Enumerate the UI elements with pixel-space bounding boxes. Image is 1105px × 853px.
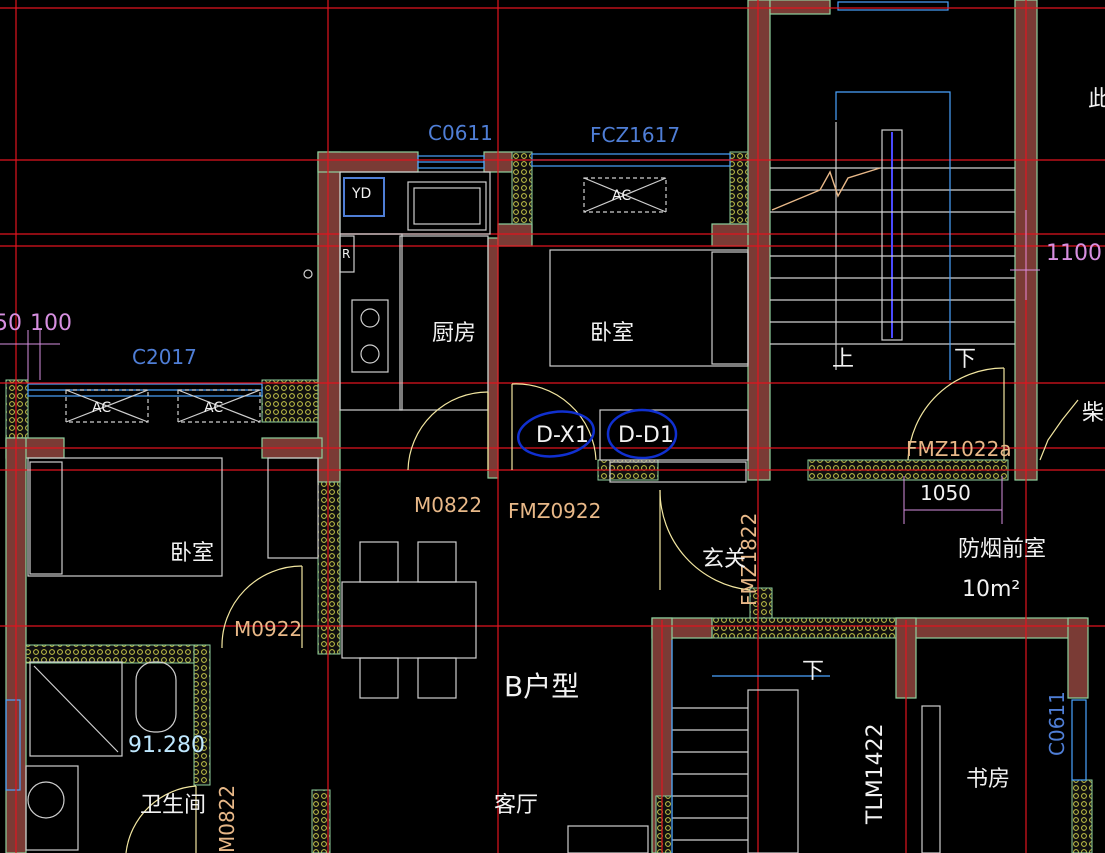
window-label-c0611-right: C0611 bbox=[1045, 691, 1069, 756]
dimension-label-50: 50 bbox=[0, 311, 22, 336]
markup-circle-d-d1 bbox=[606, 408, 678, 460]
stair-label-down-lower: 下 bbox=[802, 659, 824, 684]
dimension-label-1050: 1050 bbox=[920, 481, 971, 505]
markup-circle-d-x1 bbox=[516, 410, 596, 458]
stair-label-up: 上 bbox=[832, 347, 854, 372]
ac-label-1: AC bbox=[612, 188, 631, 204]
door-swings bbox=[125, 367, 1079, 853]
ac-label-3: AC bbox=[204, 400, 223, 416]
room-label-entry: 玄关 bbox=[702, 547, 746, 572]
stair-label-down: 下 bbox=[954, 347, 976, 372]
edge-label-2: 柴发 bbox=[1082, 401, 1105, 426]
door-label-tlm1422: TLM1422 bbox=[863, 723, 888, 825]
dimension-lines bbox=[0, 210, 1040, 524]
elevation-label: 91.280 bbox=[128, 733, 205, 758]
fixtures bbox=[25, 91, 1015, 853]
door-label-m0822-lower: M0822 bbox=[215, 785, 239, 853]
room-label-bedroom-left: 卧室 bbox=[170, 541, 214, 566]
ac-label-2: AC bbox=[92, 400, 111, 416]
room-label-bedroom-upper: 卧室 bbox=[590, 321, 634, 346]
markup-label-d-d1: D-D1 bbox=[618, 423, 674, 448]
room-label-fire-lobby-area: 10m² bbox=[962, 577, 1020, 602]
door-label-fmz0922: FMZ0922 bbox=[508, 499, 601, 523]
room-label-bathroom: 卫生间 bbox=[140, 793, 206, 818]
window-label-fcz1617: FCZ1617 bbox=[590, 123, 680, 147]
text-labels: C0611 FCZ1617 C2017 C0611 50 100 1100 10… bbox=[0, 87, 1105, 853]
yd-label: YD bbox=[351, 186, 371, 202]
markup-label-d-x1: D-X1 bbox=[536, 423, 589, 448]
room-label-kitchen: 厨房 bbox=[432, 321, 476, 346]
door-label-fmz1022a: FMZ1022a bbox=[906, 437, 1012, 461]
room-label-study: 书房 bbox=[966, 767, 1010, 792]
unit-type-label: B户型 bbox=[504, 670, 579, 703]
r-label: R bbox=[342, 247, 350, 261]
room-label-living-room: 客厅 bbox=[494, 793, 538, 818]
door-label-fmz1822: FMZ1822 bbox=[737, 513, 761, 606]
door-label-m0822: M0822 bbox=[414, 493, 482, 517]
window-label-c2017: C2017 bbox=[132, 345, 197, 369]
door-label-m0922: M0922 bbox=[234, 617, 302, 641]
edge-label-1: 此 bbox=[1088, 87, 1105, 112]
room-label-fire-lobby: 防烟前室 bbox=[958, 537, 1046, 562]
window-label-c0611-top: C0611 bbox=[428, 121, 493, 145]
dimension-label-1100: 1100 bbox=[1046, 241, 1102, 266]
dimension-label-100: 100 bbox=[30, 311, 72, 336]
walls bbox=[5, 0, 1093, 853]
